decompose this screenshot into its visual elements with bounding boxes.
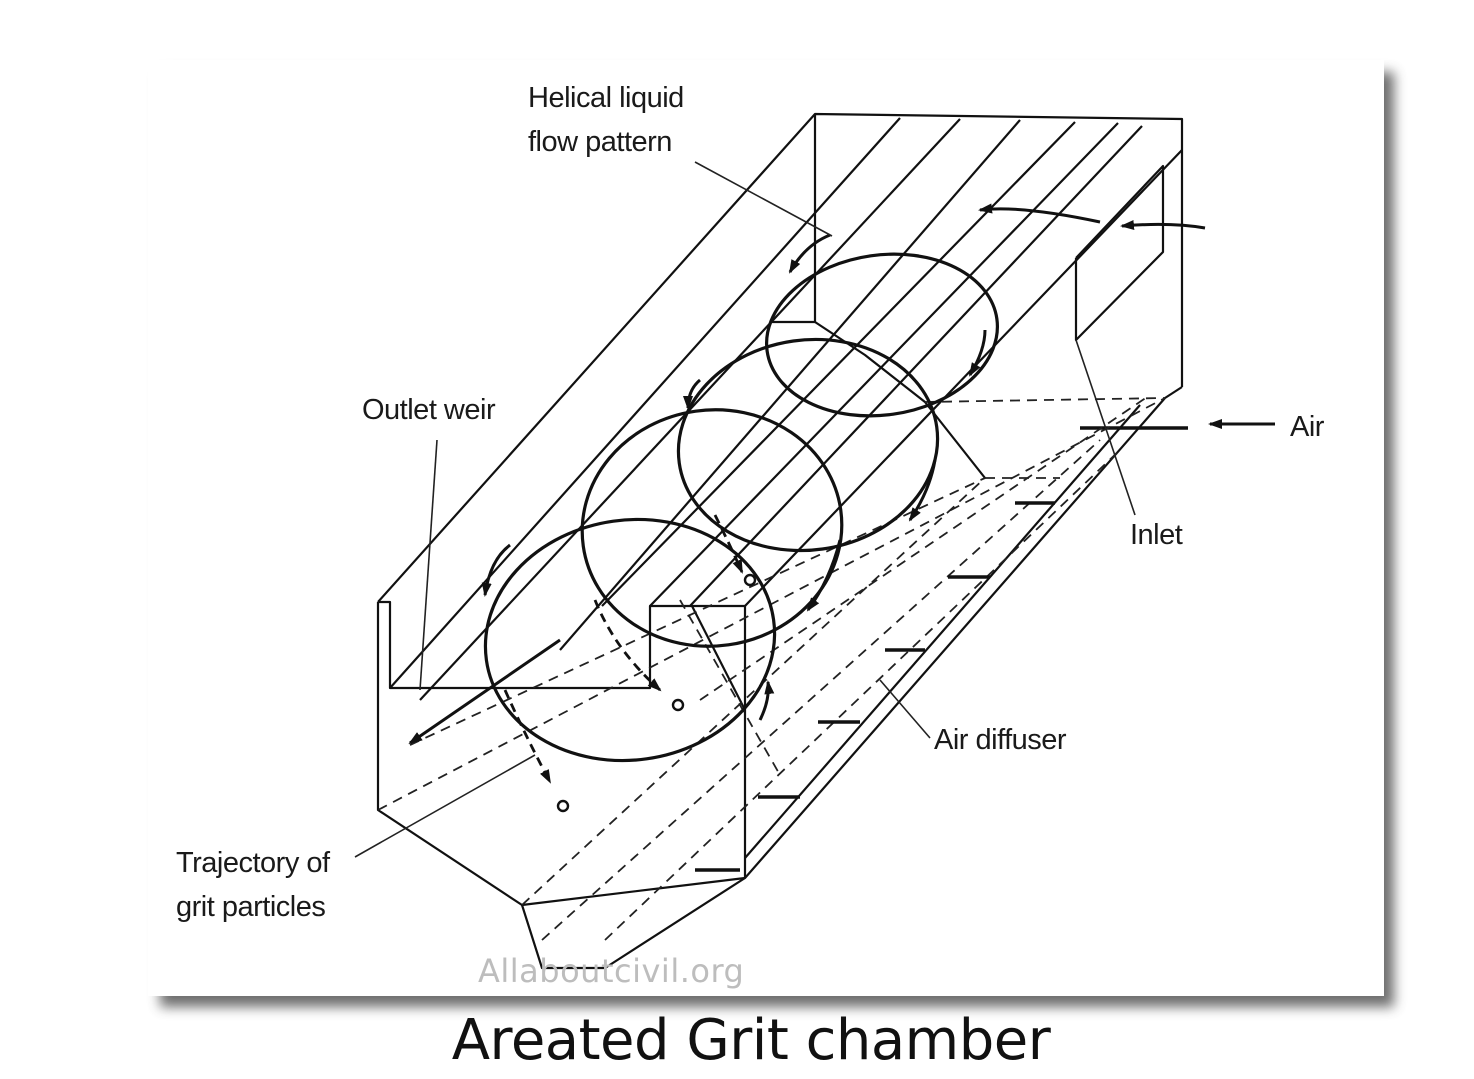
flow-arrows xyxy=(408,203,1275,745)
figure-card xyxy=(148,60,1384,996)
air-label: Air xyxy=(1290,411,1324,443)
helical-flow-circles xyxy=(483,252,1000,763)
grit-particles xyxy=(556,573,757,813)
outlet-weir-label: Outlet weir xyxy=(362,394,496,426)
watermark: Allaboutcivil.org xyxy=(478,952,745,990)
helical-flow-label-line1: Helical liquid xyxy=(528,82,684,114)
chamber-outline xyxy=(376,112,1188,970)
trajectory-label: Trajectory of grit particles xyxy=(176,841,330,929)
grit-trajectories xyxy=(503,514,744,784)
helical-flow-label: Helical liquid flow pattern xyxy=(528,76,684,164)
figure-caption: Areated Grit chamber xyxy=(0,1008,1474,1073)
hidden-lines xyxy=(377,394,1166,941)
helical-flow-label-line2: flow pattern xyxy=(528,126,672,158)
air-diffuser-label: Air diffuser xyxy=(934,724,1067,756)
air-diffusers xyxy=(695,501,1055,872)
figure-caption-text: Areated Grit chamber xyxy=(451,1008,1051,1073)
leader-lines xyxy=(354,161,1136,858)
inlet-label: Inlet xyxy=(1130,519,1183,551)
trajectory-label-line2: grit particles xyxy=(176,891,326,923)
trajectory-label-line1: Trajectory of xyxy=(176,847,330,879)
